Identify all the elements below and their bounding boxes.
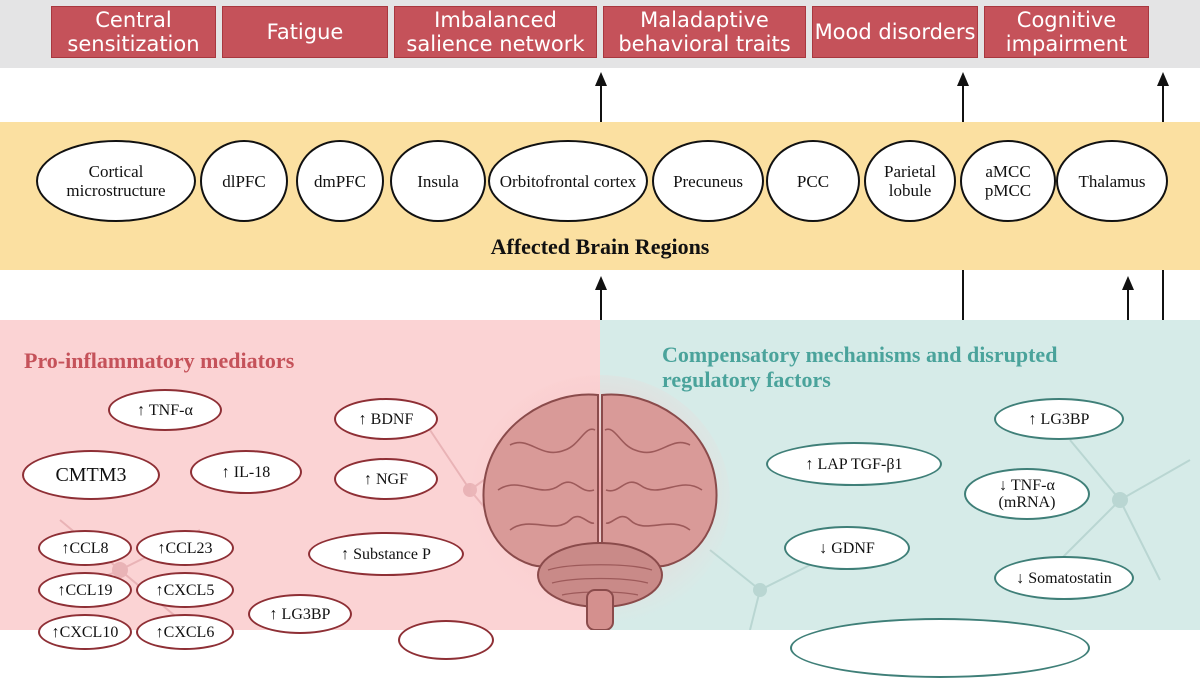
outcome-fatigue: Fatigue [222,6,388,58]
region-dmpfc: dmPFC [296,140,384,222]
arrow-head-to-mood [957,72,969,86]
mediator-ccl23: ↑CCL23 [136,530,234,566]
pro-inflammatory-title: Pro-inflammatory mediators [24,348,295,373]
factor-lap-tgf-beta1: ↑ LAP TGF-β1 [766,442,942,486]
mediator-ccl8: ↑CCL8 [38,530,132,566]
outcome-central-sensitization: Central sensitization [51,6,216,58]
region-insula: Insula [390,140,486,222]
mediator-substance-p: ↑ Substance P [308,532,464,576]
region-amcc-pmcc: aMCC pMCC [960,140,1056,222]
arrow-head-right-b [1122,276,1134,290]
arrow-head-to-cognitive [1157,72,1169,86]
line-right-a [962,270,964,320]
region-precuneus: Precuneus [652,140,764,222]
factor-partial-oval [790,618,1090,678]
region-pcc: PCC [766,140,860,222]
band-title: Affected Brain Regions [490,234,710,259]
mediator-il-18: ↑ IL-18 [190,450,302,494]
arrow-head-to-salience [595,72,607,86]
arrow-to-mood [962,84,964,122]
compensatory-title: Compensatory mechanisms and disrupted re… [662,342,1058,392]
arrow-to-salience [600,84,602,122]
region-orbitofrontal-cortex: Orbitofrontal cortex [488,140,648,222]
mediator-cxcl10: ↑CXCL10 [38,614,132,650]
arrow-head-from-center [595,276,607,290]
factor-lg3bp: ↑ LG3BP [994,398,1124,440]
mediator-cxcl5: ↑CXCL5 [136,572,234,608]
arrow-right-b [1127,288,1129,320]
factor-gdnf: ↓ GDNF [784,526,910,570]
factor-tnf-alpha-mrna: ↓ TNF-α (mRNA) [964,468,1090,520]
outcome-cognitive-impairment: Cognitive impairment [984,6,1149,58]
region-cortical-microstructure: Cortical microstructure [36,140,196,222]
arrow-to-cognitive [1162,84,1164,122]
mediator-lg3bp: ↑ LG3BP [248,594,352,634]
line-right-c [1162,270,1164,320]
mediator-bdnf: ↑ BDNF [334,398,438,440]
brain-illustration [470,375,730,630]
outcome-maladaptive-behavioral-traits: Maladaptive behavioral traits [603,6,806,58]
region-thalamus: Thalamus [1056,140,1168,222]
mediator-ngf: ↑ NGF [334,458,438,500]
outcome-imbalanced-salience-network: Imbalanced salience network [394,6,597,58]
mediator-tnf-alpha: ↑ TNF-α [108,389,222,431]
mediator-cmtm3: CMTM3 [22,450,160,500]
mediator-cxcl6: ↑CXCL6 [136,614,234,650]
mediator-ccl19: ↑CCL19 [38,572,132,608]
region-dlpfc: dlPFC [200,140,288,222]
region-parietal-lobule: Parietal lobule [864,140,956,222]
outcome-mood-disorders: Mood disorders [812,6,978,58]
factor-somatostatin: ↓ Somatostatin [994,556,1134,600]
